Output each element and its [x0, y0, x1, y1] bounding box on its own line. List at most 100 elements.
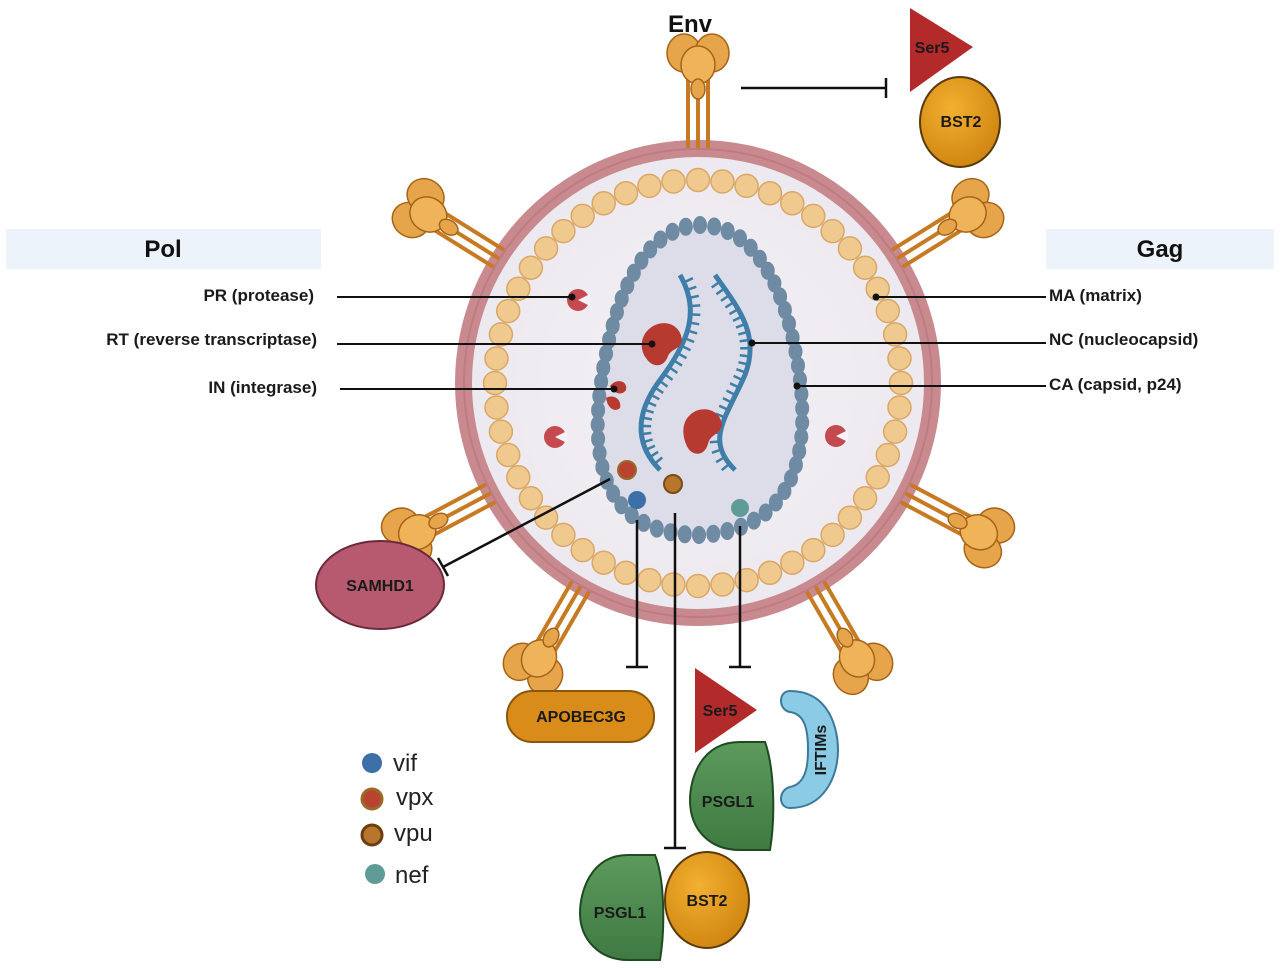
rna-base	[715, 287, 726, 296]
in-integrase-label: IN (integrase)	[208, 378, 317, 397]
ser5-top-label: Ser5	[915, 40, 950, 57]
rna-base	[724, 301, 735, 309]
matrix-bead	[780, 550, 805, 575]
matrix-bead	[734, 173, 759, 199]
rna-base	[649, 393, 660, 401]
capsid-bead	[788, 342, 803, 361]
matrix-bead	[488, 419, 514, 444]
rna-base	[715, 412, 726, 419]
capsid-bead	[614, 289, 629, 308]
matrix-bead	[852, 255, 878, 280]
matrix-bead	[875, 442, 901, 468]
legend-swatch-vpu	[360, 823, 384, 847]
capsid-bead	[788, 455, 803, 474]
capsid-bead	[591, 429, 606, 448]
ma-matrix-label: MA (matrix)	[1049, 286, 1142, 305]
matrix-bead	[888, 370, 914, 396]
matrix-protein-layer	[482, 167, 914, 599]
legend-label-vif: vif	[393, 750, 417, 777]
psgl1-bottom: PSGL1	[578, 854, 665, 961]
matrix-bead	[865, 465, 890, 490]
rna-base	[689, 321, 700, 326]
rna-base	[643, 408, 654, 414]
matrix-bead	[661, 572, 686, 597]
capsid-bead	[795, 413, 810, 432]
nc-nucleocapsid-label: NC (nucleocapsid)	[1049, 330, 1198, 349]
apobec3g: APOBEC3G	[506, 690, 655, 743]
rna-base	[680, 344, 692, 352]
matrix-bead	[875, 298, 901, 324]
capsid-bead	[596, 358, 611, 377]
capsid-bead	[746, 511, 761, 530]
matrix-bead	[570, 203, 595, 229]
pointer-dots	[568, 293, 880, 393]
matrix-bead	[637, 567, 662, 593]
samhd1: SAMHD1	[315, 540, 445, 630]
virion	[455, 140, 941, 626]
matrix-bead	[591, 191, 616, 216]
rna-base	[658, 379, 669, 388]
reverse-transcriptase-enzymes	[641, 323, 722, 454]
bst2-bottom: BST2	[664, 851, 750, 949]
rna-base	[715, 456, 726, 464]
capsid-bead	[767, 274, 782, 293]
bst2-top: BST2	[919, 76, 1001, 168]
rna-base	[686, 285, 697, 292]
legend-swatch-vif	[362, 753, 382, 773]
label-pointers	[337, 296, 1046, 390]
matrix-bead	[820, 522, 845, 548]
capsid-bead	[620, 276, 635, 295]
pol-header-bar	[6, 229, 321, 269]
legend-item-vpx: vpx	[360, 784, 433, 811]
capsid-bead	[649, 519, 664, 538]
capsid-bead	[653, 230, 668, 249]
matrix-bead	[570, 537, 595, 563]
rna-base	[709, 440, 720, 444]
rna-base	[645, 444, 656, 452]
capsid-bead	[605, 316, 620, 335]
iftims: IFTIMs	[780, 689, 840, 810]
rna-base	[735, 322, 746, 329]
bst2-bottom-label: BST2	[687, 893, 728, 910]
rna-base	[738, 360, 749, 366]
capsid-bead	[624, 506, 639, 525]
viral-rna	[638, 273, 753, 472]
rna-base	[653, 456, 663, 465]
reverse-transcriptase-icon	[683, 409, 722, 454]
capsid-bead	[760, 261, 775, 280]
rna-base	[690, 304, 701, 308]
matrix-bead	[506, 465, 531, 490]
capsid-bead	[594, 372, 609, 391]
matrix-bead	[865, 276, 890, 301]
legend-item-vpu: vpu	[360, 820, 433, 847]
env-spike	[666, 33, 730, 148]
capsid-bead	[592, 444, 607, 463]
protease-icon	[544, 426, 567, 448]
iftims-label: IFTIMs	[813, 725, 830, 776]
matrix-bead	[482, 370, 508, 396]
apobec3g-label: APOBEC3G	[536, 709, 626, 726]
matrix-bead	[757, 560, 783, 586]
matrix-bead	[780, 191, 805, 216]
capsid-bead	[794, 427, 809, 446]
matrix-bead	[685, 167, 711, 193]
capsid-bead	[590, 415, 605, 434]
psgl1-mid: PSGL1	[688, 741, 775, 851]
rna-base	[737, 330, 749, 336]
matrix-bead	[887, 395, 912, 420]
capsid-bead	[665, 222, 680, 241]
matrix-bead	[484, 395, 509, 420]
rna-base	[739, 353, 750, 358]
capsid-bead	[782, 314, 796, 333]
rna-base	[732, 315, 743, 323]
capsid-bead	[634, 251, 649, 270]
matrix-bead	[551, 522, 576, 548]
protease-icon	[825, 425, 848, 447]
env-header: Env	[668, 11, 713, 38]
matrix-bead	[551, 218, 576, 244]
capsid-bead	[678, 217, 693, 236]
rna-base	[683, 277, 694, 284]
legend: vif vpx vpu nef	[360, 750, 433, 889]
capsid-bead	[794, 385, 809, 403]
capsid-bead	[643, 240, 658, 259]
